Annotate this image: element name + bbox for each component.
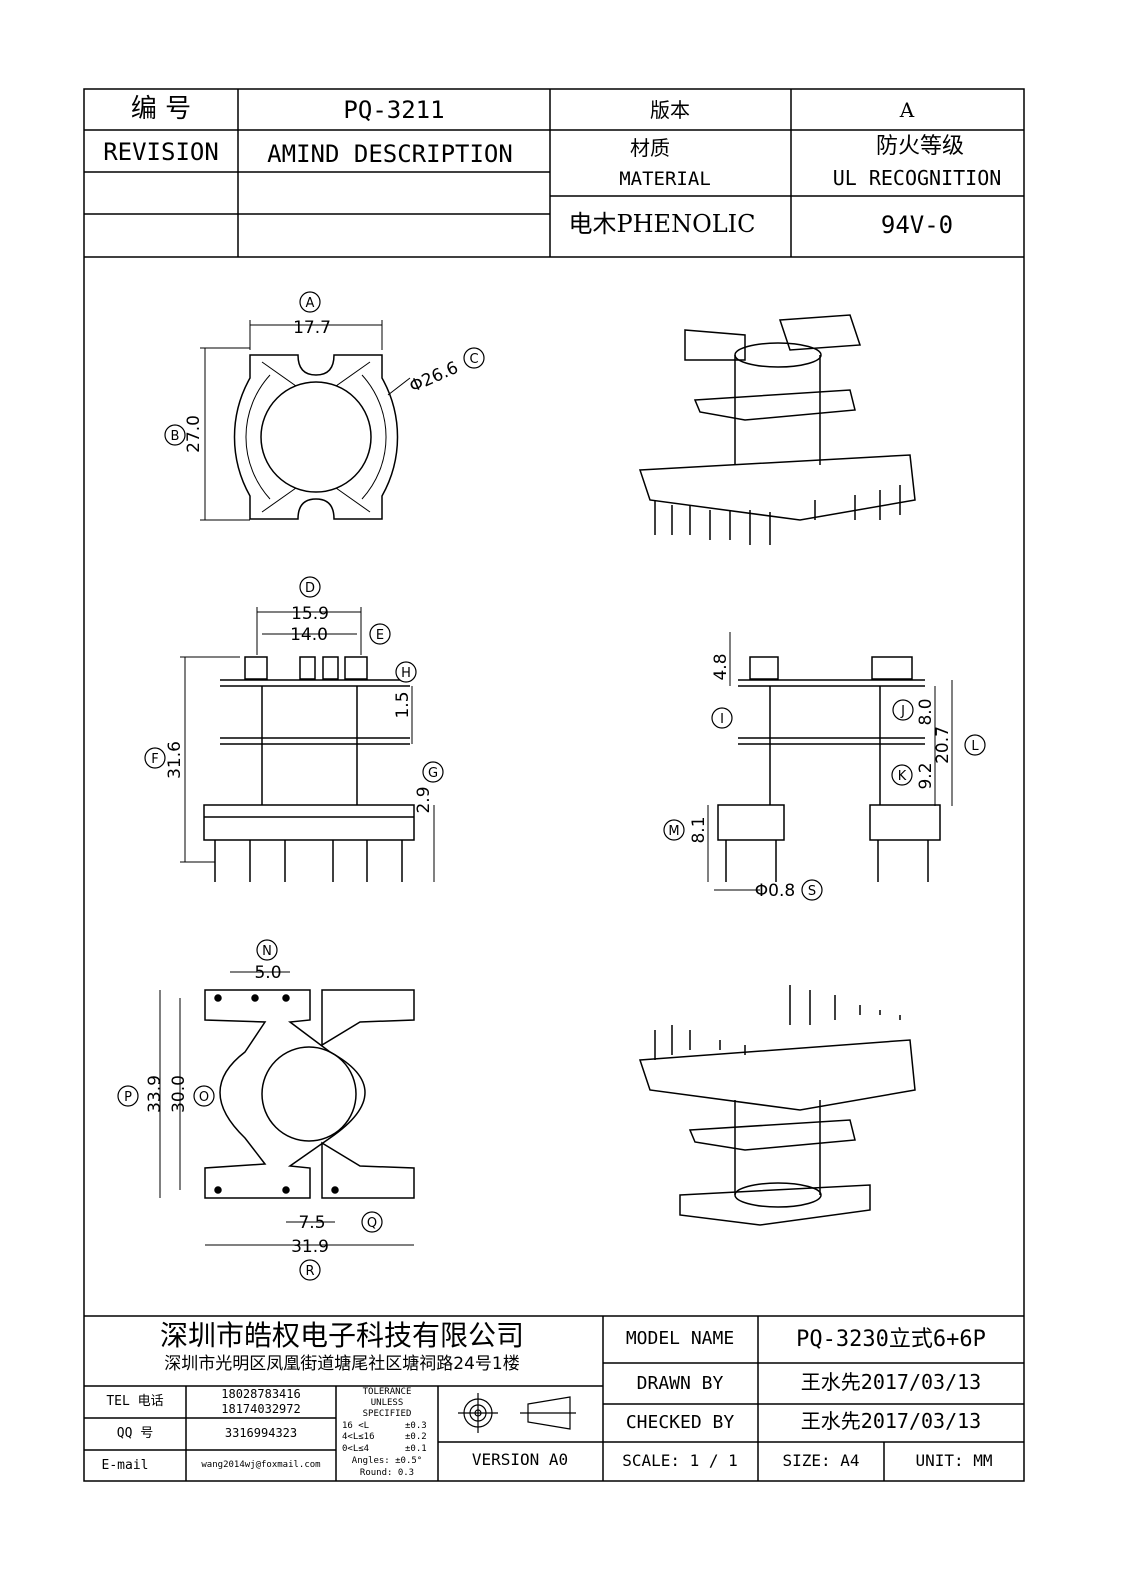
bubble-b: B xyxy=(171,429,180,444)
tel-value-1: 18028783416 xyxy=(221,1387,301,1401)
dim-s-value: Φ0.8 xyxy=(755,881,795,901)
iso-view-bottom xyxy=(638,985,916,1226)
tolerance-row-2-range: 4<L≤16 xyxy=(342,1432,375,1442)
projection-symbol xyxy=(458,1393,576,1433)
bubble-s: S xyxy=(808,884,816,899)
dim-p-value: 33.9 xyxy=(145,1075,165,1113)
email-value: wang2014wj@foxmail.com xyxy=(201,1460,321,1470)
dim-e-value: 14.0 xyxy=(290,625,328,645)
version-label: 版本 xyxy=(650,98,690,122)
frame-lines xyxy=(83,88,1025,1482)
dim-c-value: Φ26.6 xyxy=(406,358,461,397)
tel-value-2: 18174032972 xyxy=(221,1402,301,1416)
dimension-values: 17.7 27.0 Φ26.6 15.9 14.0 31.6 2.9 1.5 4… xyxy=(145,318,953,1257)
dim-m-value: 8.1 xyxy=(689,816,709,843)
tolerance-title-2: UNLESS xyxy=(370,1398,404,1408)
tolerance-round: Round: 0.3 xyxy=(359,1468,415,1478)
checked-by-value: 王水先2017/03/13 xyxy=(800,1409,982,1433)
bubble-i: I xyxy=(720,712,724,727)
bubble-r: R xyxy=(305,1264,314,1279)
dim-i-value: 4.8 xyxy=(711,653,731,680)
bubble-f: F xyxy=(151,752,158,767)
bubble-k: K xyxy=(898,769,907,784)
amend-label: AMIND DESCRIPTION xyxy=(267,140,513,168)
dimension-bubbles xyxy=(117,291,986,1281)
bubble-p: P xyxy=(124,1090,132,1105)
dim-g-value: 2.9 xyxy=(414,786,434,813)
scale-label: SCALE: 1 / 1 xyxy=(622,1451,738,1470)
front-view xyxy=(180,607,435,882)
tolerance-row-1-range: 16 <L xyxy=(342,1421,370,1431)
dim-j-value: 8.0 xyxy=(916,698,936,725)
email-label: E-mail xyxy=(101,1458,149,1473)
dim-b-value: 27.0 xyxy=(184,415,204,453)
ul-label-en: UL RECOGNITION xyxy=(832,166,1002,190)
bubble-j: J xyxy=(900,704,905,719)
tolerance-row-3-value: ±0.1 xyxy=(405,1444,427,1454)
drawn-by-label: DRAWN BY xyxy=(636,1373,724,1394)
dimension-bubble-letters: A B C D E F G H I J K L M S N O P Q R xyxy=(124,296,979,1279)
qq-label: QQ 号 xyxy=(116,1426,154,1441)
number-value: PQ-3211 xyxy=(343,96,445,124)
top-view xyxy=(200,320,411,521)
bubble-h: H xyxy=(401,666,411,681)
qq-value: 3316994323 xyxy=(224,1426,298,1440)
tolerance-row-3-range: 0<L≤4 xyxy=(342,1444,370,1454)
bubble-g: G xyxy=(428,766,438,781)
model-name-value: PQ-3230立式6+6P xyxy=(796,1327,986,1352)
dim-q-value: 7.5 xyxy=(298,1213,325,1233)
bubble-c: C xyxy=(469,352,478,367)
bubble-e: E xyxy=(376,628,384,643)
dim-f-value: 31.6 xyxy=(165,741,185,779)
dim-n-value: 5.0 xyxy=(254,963,281,983)
bubble-q: Q xyxy=(367,1216,377,1231)
tolerance-row-1-value: ±0.3 xyxy=(405,1421,427,1431)
bubble-m: M xyxy=(668,824,679,839)
version-code: VERSION A0 xyxy=(471,1450,569,1469)
tolerance-row-2-value: ±0.2 xyxy=(405,1432,427,1442)
material-label-cn: 材质 xyxy=(630,136,670,160)
dim-h-value: 1.5 xyxy=(393,691,413,718)
bubble-a: A xyxy=(306,296,315,311)
drawn-by-value: 王水先2017/03/13 xyxy=(800,1370,982,1394)
model-name-label: MODEL NAME xyxy=(625,1328,735,1349)
size-label: SIZE: A4 xyxy=(782,1451,860,1470)
company-address: 深圳市光明区凤凰街道塘尾社区塘祠路24号1楼 xyxy=(164,1354,520,1374)
dim-o-value: 30.0 xyxy=(169,1075,189,1113)
dim-r-value: 31.9 xyxy=(291,1237,329,1257)
dim-d-value: 15.9 xyxy=(291,604,329,624)
bottom-view xyxy=(159,971,415,1246)
tolerance-angles: Angles: ±0.5° xyxy=(351,1456,423,1466)
bubble-n: N xyxy=(262,944,272,959)
revision-label: REVISION xyxy=(103,138,219,166)
number-label: 编 号 xyxy=(130,94,192,124)
company-name: 深圳市皓权电子科技有限公司 xyxy=(159,1319,525,1352)
tel-label: TEL 电话 xyxy=(106,1394,164,1409)
version-value: A xyxy=(899,98,915,122)
tolerance-title-1: TOLERANCE xyxy=(362,1387,412,1397)
bubble-o: O xyxy=(199,1090,209,1105)
iso-view-top xyxy=(638,314,916,545)
bubble-l: L xyxy=(971,739,979,754)
dim-a-value: 17.7 xyxy=(293,318,331,338)
ul-label-cn: 防火等级 xyxy=(875,134,965,159)
bubble-d: D xyxy=(305,581,315,596)
material-label-en: MATERIAL xyxy=(619,168,711,190)
dim-l-value: 20.7 xyxy=(933,726,953,764)
dim-k-value: 9.2 xyxy=(916,762,936,789)
side-view xyxy=(707,632,953,891)
unit-label: UNIT: MM xyxy=(915,1451,993,1470)
tolerance-title-3: SPECIFIED xyxy=(362,1409,412,1419)
ul-value: 94V-0 xyxy=(880,211,954,239)
checked-by-label: CHECKED BY xyxy=(625,1412,735,1433)
material-value: 电木PHENOLIC xyxy=(568,210,756,238)
